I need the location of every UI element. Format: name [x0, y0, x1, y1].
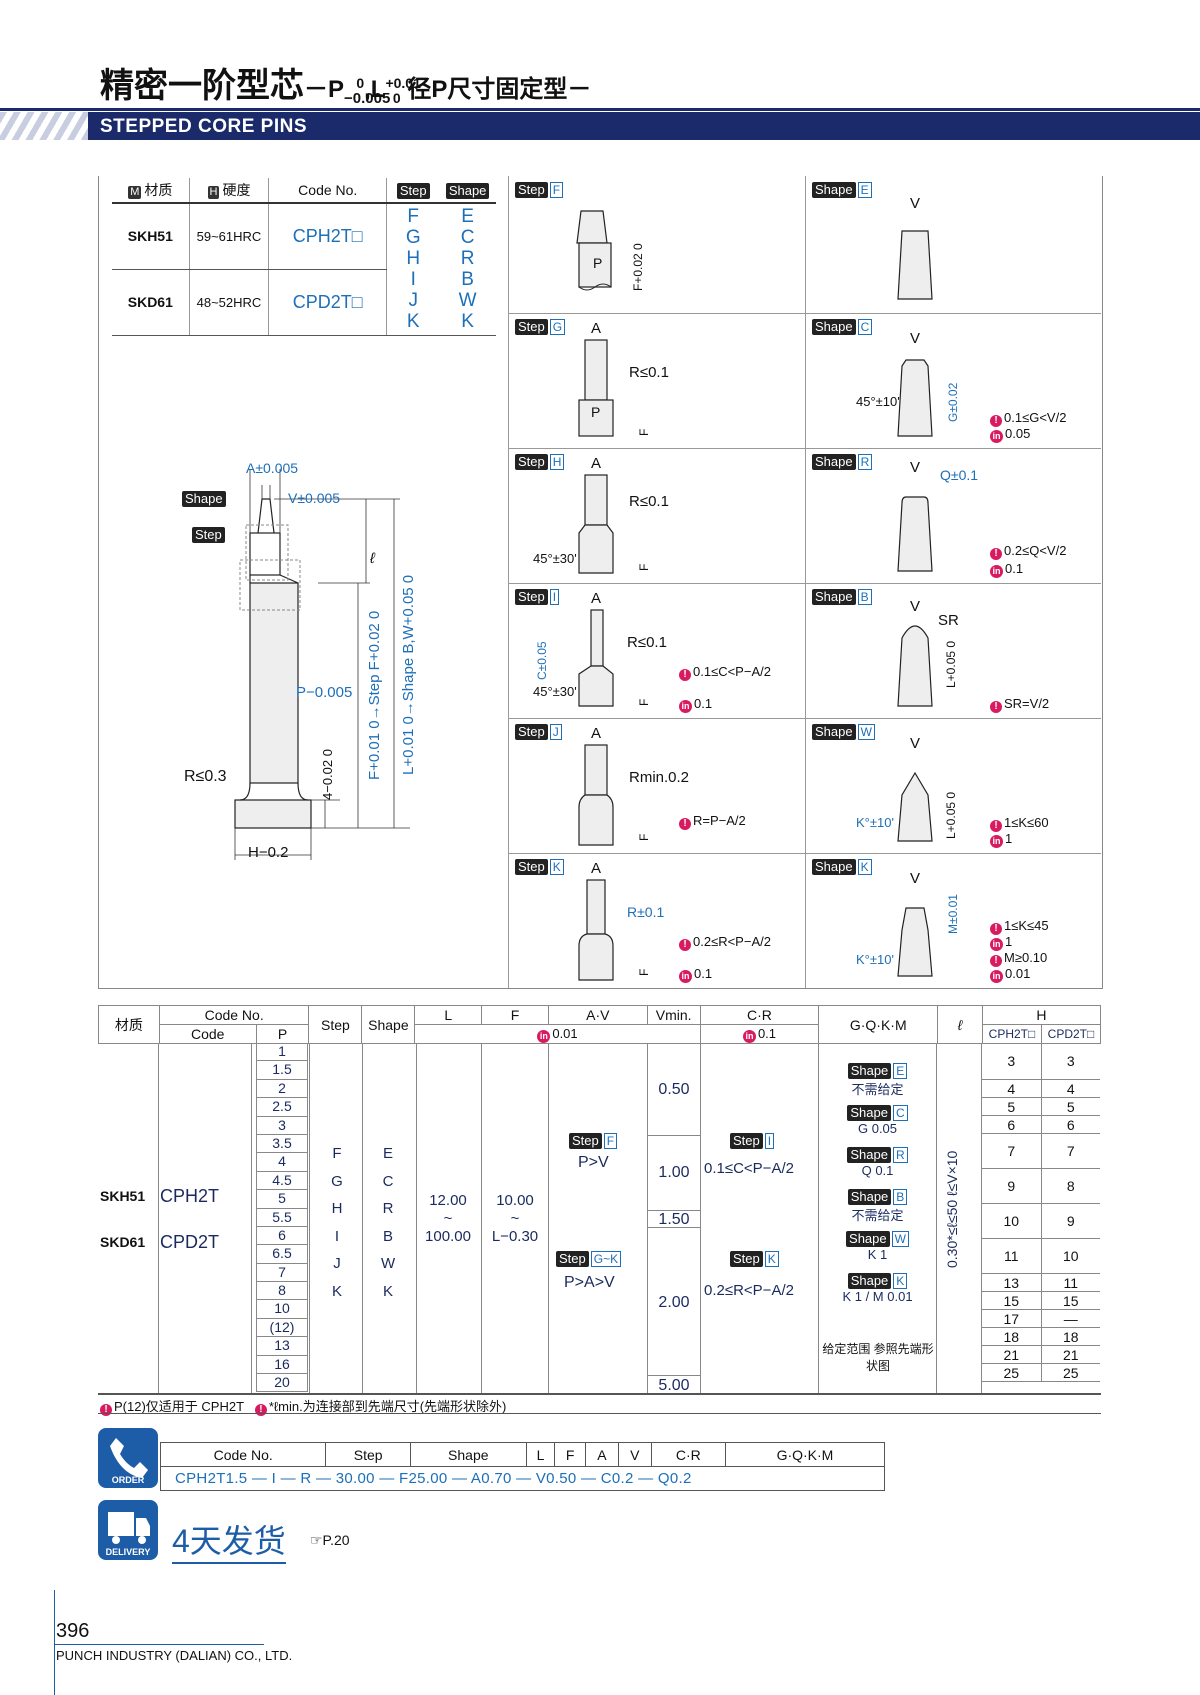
p-value: 1.5 [256, 1061, 308, 1080]
f-range: 10.00~L−0.30 [491, 1192, 539, 1245]
p-value: (12) [256, 1318, 308, 1338]
p-value: 6 [256, 1226, 308, 1246]
footnotes: !P(12)仅适用于 CPH2T !*ℓmin.为连接部到先端尺寸(先端形状除外… [100, 1396, 506, 1416]
p-value: 8 [256, 1282, 308, 1301]
banner-title: STEPPED CORE PINS [100, 116, 307, 137]
p-value: 5.5 [256, 1208, 308, 1227]
p-value: 4 [256, 1153, 308, 1172]
dim-a-label: A±0.005 [246, 460, 299, 476]
p-value: 3.5 [256, 1134, 308, 1154]
p-value: 20 [256, 1374, 308, 1393]
delivery-icon: DELIVERY [98, 1500, 158, 1560]
h-row: 17— [982, 1310, 1100, 1328]
p-value: 3 [256, 1116, 308, 1135]
dim-r-label: R≤0.3 [184, 768, 227, 785]
p-value: 10 [256, 1300, 308, 1319]
drawing-frame [98, 176, 1103, 989]
p-value: 2.5 [256, 1098, 308, 1117]
gqkm-column [819, 1043, 937, 1393]
p-value: 2 [256, 1079, 308, 1099]
spec-table: 材质 Code No. Step Shape L F A·V Vmin. C·R… [98, 1005, 1102, 1044]
dim-h-label: H−0.2 [248, 844, 289, 861]
dim-step-f-label: F+0.01 0→Step F+0.02 0 [366, 610, 383, 780]
p-value: 7 [256, 1263, 308, 1283]
page-title: 精密一阶型芯－P−0.0050,L+0.010 径P尺寸固定型－ [100, 67, 592, 107]
p-value: 5 [256, 1190, 308, 1209]
p-value: 1 [256, 1043, 308, 1062]
step-tag: Step [192, 527, 225, 543]
code-area [99, 1043, 252, 1393]
dim-four-label: 4−0.02 0 [320, 749, 335, 800]
page-number: 396 [56, 1620, 90, 1642]
ell-rule: 0.30*≤ℓ≤50 ℓ≤V×10 [944, 1150, 960, 1268]
delivery-text: 4天发货 [172, 1516, 286, 1564]
p-value: 16 [256, 1355, 308, 1375]
header-rule [0, 108, 1200, 111]
p-value: 13 [256, 1337, 308, 1356]
p-value: 4.5 [256, 1171, 308, 1191]
l-range: 12.00~100.00 [425, 1192, 471, 1245]
section-banner: STEPPED CORE PINS [0, 112, 1200, 140]
order-icon: ORDER [98, 1428, 158, 1488]
dim-v-label: V±0.005 [288, 490, 341, 506]
dim-shape-bw-label: L+0.01 0→Shape B,W+0.05 0 [400, 574, 417, 775]
p-value: 6.5 [256, 1245, 308, 1264]
main-pin-drawing [234, 469, 410, 860]
company-name: PUNCH INDUSTRY (DALIAN) CO., LTD. [56, 1648, 293, 1663]
shape-tag: Shape [182, 491, 226, 507]
delivery-ref[interactable]: ☞P.20 [310, 1532, 350, 1548]
dim-l-small: ℓ [370, 550, 375, 567]
dim-p-label: P−0.005 [296, 684, 353, 701]
title-formula: －P−0.0050,L+0.010 径P尺寸固定型－ [304, 75, 592, 107]
